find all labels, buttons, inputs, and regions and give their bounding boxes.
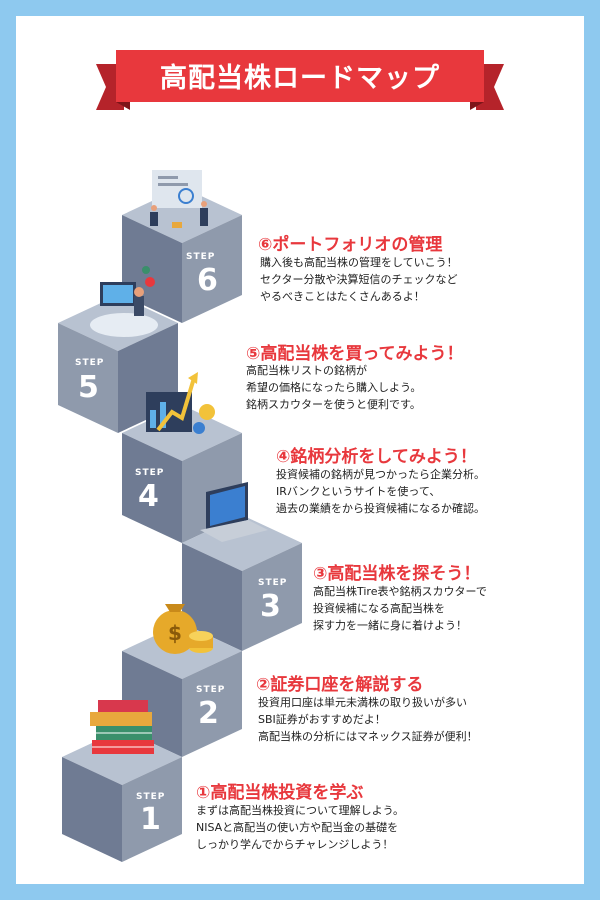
step-number-5: 5 (78, 370, 99, 405)
step-title-5: ⑤高配当株を買ってみよう！ (246, 344, 464, 364)
step-title-4: ④銘柄分析をしてみよう！ (276, 447, 477, 467)
step-desc-line: 投資用口座は単元未満株の取り扱いが多い (258, 696, 467, 709)
step-label-3: STEP (258, 578, 288, 588)
growth-chart-icon (146, 372, 215, 434)
step-desc-4: 投資候補の銘柄が見つかったら企業分析。 IRバンクというサイトを使って、 過去の… (276, 466, 485, 517)
step-desc-line: 高配当株Tire表や銘柄スカウターで (313, 585, 487, 598)
money-bag-icon: $ (153, 604, 213, 654)
step-desc-2: 投資用口座は単元未満株の取り扱いが多い SBI証券がおすすめだよ！ 高配当株の分… (258, 694, 478, 745)
step-desc-line: 希望の価格になったら購入しよう。 (246, 381, 422, 394)
step-block-3 (182, 515, 302, 651)
step-number-4: 4 (138, 479, 159, 514)
books-icon (90, 700, 154, 754)
step-desc-line: IRバンクというサイトを使って、 (276, 485, 441, 498)
step-desc-line: 投資候補の銘柄が見つかったら企業分析。 (276, 468, 485, 481)
step-desc-line: しっかり学んでからチャレンジしよう！ (196, 838, 394, 851)
title-ribbon: 高配当株ロードマップ (96, 50, 504, 110)
step-label-5: STEP (75, 358, 105, 368)
ribbon-shape (96, 50, 504, 110)
step-label-4: STEP (135, 468, 165, 478)
step-number-6: 6 (197, 263, 218, 298)
step-desc-line: 投資候補になる高配当株を (313, 602, 445, 615)
step-desc-line: まずは高配当株投資について理解しよう。 (196, 804, 405, 817)
step-title-3: ③高配当株を探そう！ (313, 564, 481, 584)
step-title-1: ①高配当株投資を学ぶ (196, 783, 364, 803)
step-desc-line: セクター分散や決算短信のチェックなど (260, 273, 458, 286)
step-desc-line: やるべきことはたくさんあるよ！ (260, 290, 425, 303)
step-label-2: STEP (196, 685, 226, 695)
step-number-3: 3 (260, 589, 281, 624)
team-analysis-icon (150, 170, 208, 228)
step-title-2: ②証券口座を解説する (256, 675, 424, 695)
step-desc-line: 銘柄スカウターを使うと便利です。 (246, 398, 421, 411)
workstation-icon (90, 266, 158, 337)
step-desc-3: 高配当株Tire表や銘柄スカウターで 投資候補になる高配当株を 探す力を一緒に身… (313, 583, 487, 634)
step-desc-line: SBI証券がおすすめだよ！ (258, 713, 386, 726)
step-desc-line: 高配当株リストの銘柄が (246, 364, 367, 377)
step-number-2: 2 (198, 696, 219, 731)
laptop-icon (200, 482, 268, 542)
step-desc-1: まずは高配当株投資について理解しよう。 NISAと高配当の使い方や配当金の基礎を… (196, 802, 404, 853)
step-desc-5: 高配当株リストの銘柄が 希望の価格になったら購入しよう。 銘柄スカウターを使うと… (246, 362, 421, 413)
page-title: 高配当株ロードマップ (160, 63, 440, 94)
step-label-1: STEP (136, 792, 166, 802)
step-desc-6: 購入後も高配当株の管理をしていこう！ セクター分散や決算短信のチェックなど やる… (260, 254, 458, 305)
step-desc-line: 購入後も高配当株の管理をしていこう！ (260, 256, 458, 269)
step-number-1: 1 (140, 802, 161, 837)
step-desc-line: 高配当株の分析にはマネックス証券が便利！ (258, 730, 478, 743)
step-title-6: ⑥ポートフォリオの管理 (258, 235, 443, 255)
step-label-6: STEP (186, 252, 216, 262)
svg-text:$: $ (168, 621, 182, 645)
step-desc-line: 過去の業績をから投資候補になるか確認。 (276, 502, 485, 515)
step-desc-line: NISAと高配当の使い方や配当金の基礎を (196, 821, 399, 834)
step-desc-line: 探す力を一緒に身に着けよう！ (313, 619, 467, 632)
